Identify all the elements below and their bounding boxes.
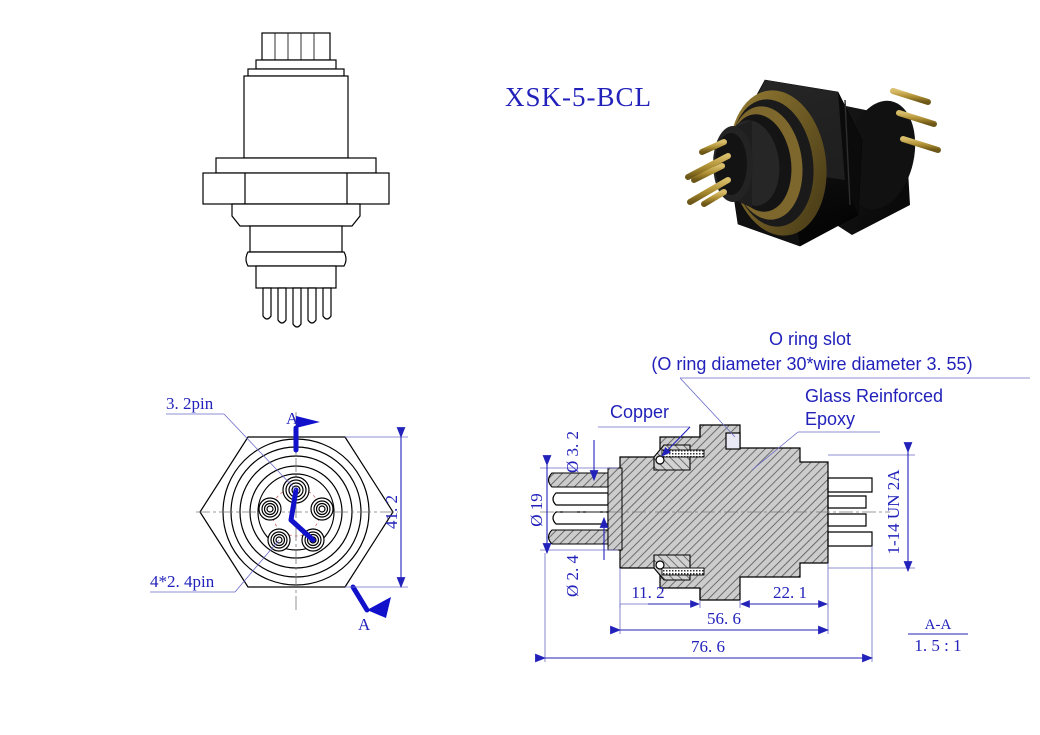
rear-pins (890, 88, 941, 153)
section-scale-block: A-A 1. 5 : 1 (908, 617, 968, 655)
dimension-22-1: 22. 1 (739, 563, 829, 608)
front-pins (685, 139, 731, 207)
dimension-len-11-2: 11. 2 (631, 583, 664, 602)
section-letter-top: A (286, 409, 299, 428)
dimension-56-6: 56. 6 (610, 604, 830, 635)
label-outer-pins: 4*2. 4pin (150, 572, 215, 591)
label-thread-spec: 1-14 UN 2A (884, 469, 903, 555)
section-marker-bottom: A (350, 584, 391, 634)
front-face-view: 3. 2pin 4*2. 4pin A A 41. 2 (150, 394, 408, 634)
note-epoxy-line1: Glass Reinforced (805, 386, 943, 406)
dimension-19: Ø 19 (527, 493, 546, 527)
dimension-41-2: 41. 2 (382, 495, 401, 529)
o-ring-slot-notch (725, 432, 741, 450)
dimension-len-76-6: 76. 6 (691, 637, 725, 656)
section-left-pins (547, 472, 609, 545)
pin-outer-2-4-right (310, 497, 334, 521)
pin-outer-2-4-left (258, 497, 282, 521)
label-center-pin: 3. 2pin (166, 394, 214, 413)
side-view-pins (262, 287, 332, 328)
section-scale-ratio: 1. 5 : 1 (914, 636, 961, 655)
dimension-len-22-1: 22. 1 (773, 583, 807, 602)
note-o-ring-slot-line1: O ring slot (769, 329, 851, 349)
note-o-ring-slot-line2: (O ring diameter 30*wire diameter 3. 55) (651, 354, 972, 374)
dimension-thread-spec: 1-14 UN 2A (828, 442, 915, 573)
dimension-dia-3-2: Ø 3. 2 (563, 431, 599, 482)
dimension-across-flats: 41. 2 (345, 427, 408, 589)
dimension-3-2: Ø 3. 2 (563, 431, 582, 473)
product-3d-render (685, 79, 941, 247)
section-marker-top: A (286, 409, 320, 453)
section-a-a-view: O ring slot (O ring diameter 30*wire dia… (527, 329, 1030, 663)
dimension-76-6: 76. 6 (535, 546, 874, 663)
note-copper: Copper (610, 402, 669, 422)
dimension-dia-19: Ø 19 (527, 455, 618, 555)
section-scale-title: A-A (925, 617, 952, 633)
dimension-dia-2-4: Ø 2. 4 (563, 516, 609, 597)
dimension-len-56-6: 56. 6 (707, 609, 741, 628)
note-epoxy-line2: Epoxy (805, 409, 855, 429)
drawing-title: XSK-5-BCL (505, 82, 652, 112)
leader-3-2-pin (288, 487, 316, 543)
side-elevation-view (202, 32, 390, 328)
dimension-11-2: 11. 2 (619, 568, 701, 608)
dimension-2-4: Ø 2. 4 (563, 554, 582, 597)
section-letter-bottom: A (358, 615, 371, 634)
